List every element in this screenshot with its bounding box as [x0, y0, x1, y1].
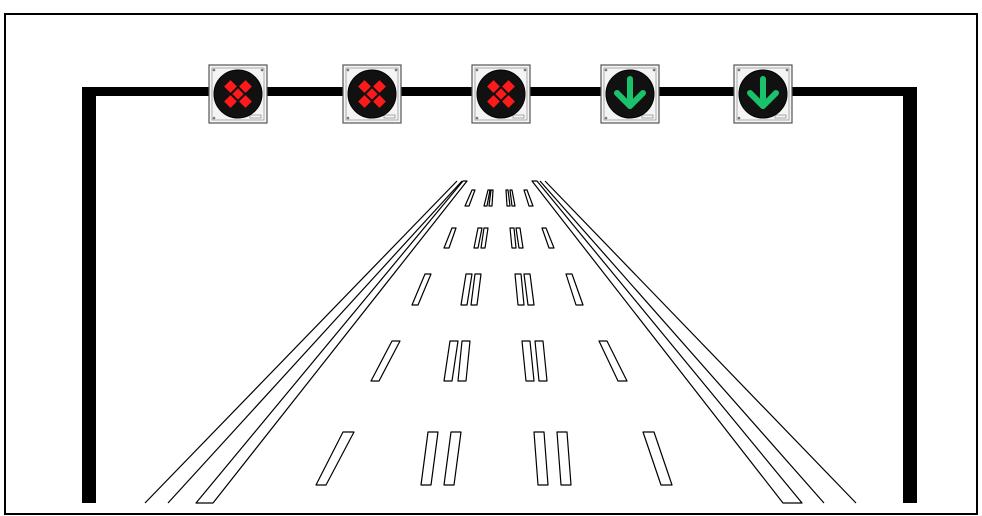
red-x-icon	[224, 80, 252, 108]
signal-screw	[785, 68, 789, 72]
road-left-edge-outer	[144, 180, 458, 504]
red-x-icon	[487, 80, 515, 108]
lane-dash	[443, 431, 462, 486]
signal-screw	[394, 68, 398, 72]
lane-dash	[457, 340, 471, 382]
lane-dash	[642, 431, 673, 486]
lane-dash	[488, 189, 494, 207]
lane-dash	[480, 227, 489, 249]
lane-signal-4	[600, 64, 660, 124]
lane-dash	[315, 431, 355, 486]
lane-dash	[464, 189, 476, 207]
lane-dash	[523, 189, 534, 207]
signal-screw	[260, 68, 264, 72]
signal-tag	[512, 114, 525, 119]
lane-signal-5	[733, 64, 793, 124]
road-left-edge-inner	[167, 180, 463, 504]
road-right-edge-outer	[544, 180, 857, 504]
lane-dash	[523, 273, 535, 306]
road-right-shoulder-stripe	[531, 180, 803, 504]
signal-screw	[604, 68, 608, 72]
lane-dash	[514, 273, 525, 306]
lane-dash	[411, 273, 432, 306]
gantry-right-post	[903, 87, 917, 503]
lane-dash	[473, 227, 483, 249]
lane-dash	[443, 227, 457, 249]
green-down-arrow-icon	[747, 76, 779, 109]
signal-housing-inner	[603, 67, 657, 121]
lane-dash	[515, 227, 524, 249]
lane-signal-1	[208, 64, 268, 124]
signal-screw	[737, 68, 741, 72]
road-left-shoulder-stripe	[195, 180, 468, 504]
signal-screw	[475, 68, 479, 72]
lane-dash	[420, 431, 439, 486]
signal-housing-inner	[211, 67, 265, 121]
lane-dash	[509, 227, 517, 249]
lane-dash	[533, 431, 549, 486]
signal-tag	[249, 114, 262, 119]
signal-housing-inner	[345, 67, 399, 121]
signal-screw	[346, 68, 350, 72]
lane-dash	[460, 273, 473, 306]
lane-dash	[534, 340, 548, 382]
lane-dash	[509, 189, 516, 207]
signal-tag	[383, 114, 396, 119]
lane-signals	[208, 64, 793, 124]
signal-screw	[346, 116, 350, 120]
lane-dash	[556, 431, 572, 486]
lane-dash	[541, 227, 555, 249]
lane-dash	[521, 340, 535, 382]
signal-screw	[475, 116, 479, 120]
red-x-icon	[358, 80, 386, 108]
signal-screw	[604, 116, 608, 120]
signal-screw	[652, 68, 656, 72]
lane-dash	[470, 273, 482, 306]
lane-dash	[370, 340, 401, 382]
lane-dash	[443, 340, 459, 382]
signal-housing-inner	[474, 67, 528, 121]
lane-signal-3	[471, 64, 531, 124]
gantry-left-post	[82, 87, 96, 503]
lane-dash	[598, 340, 628, 382]
signal-screw	[212, 116, 216, 120]
signal-housing-inner	[736, 67, 790, 121]
road-right-edge-inner	[539, 180, 825, 504]
lane-dash	[505, 189, 511, 207]
green-down-arrow-icon	[614, 76, 646, 109]
signal-tag	[641, 114, 654, 119]
signal-screw	[523, 68, 527, 72]
signal-screw	[737, 116, 741, 120]
signal-tag	[774, 114, 787, 119]
road	[144, 180, 857, 504]
lane-signal-2	[342, 64, 402, 124]
lane-dash	[483, 189, 491, 207]
lane-dash	[565, 273, 584, 306]
signal-screw	[212, 68, 216, 72]
